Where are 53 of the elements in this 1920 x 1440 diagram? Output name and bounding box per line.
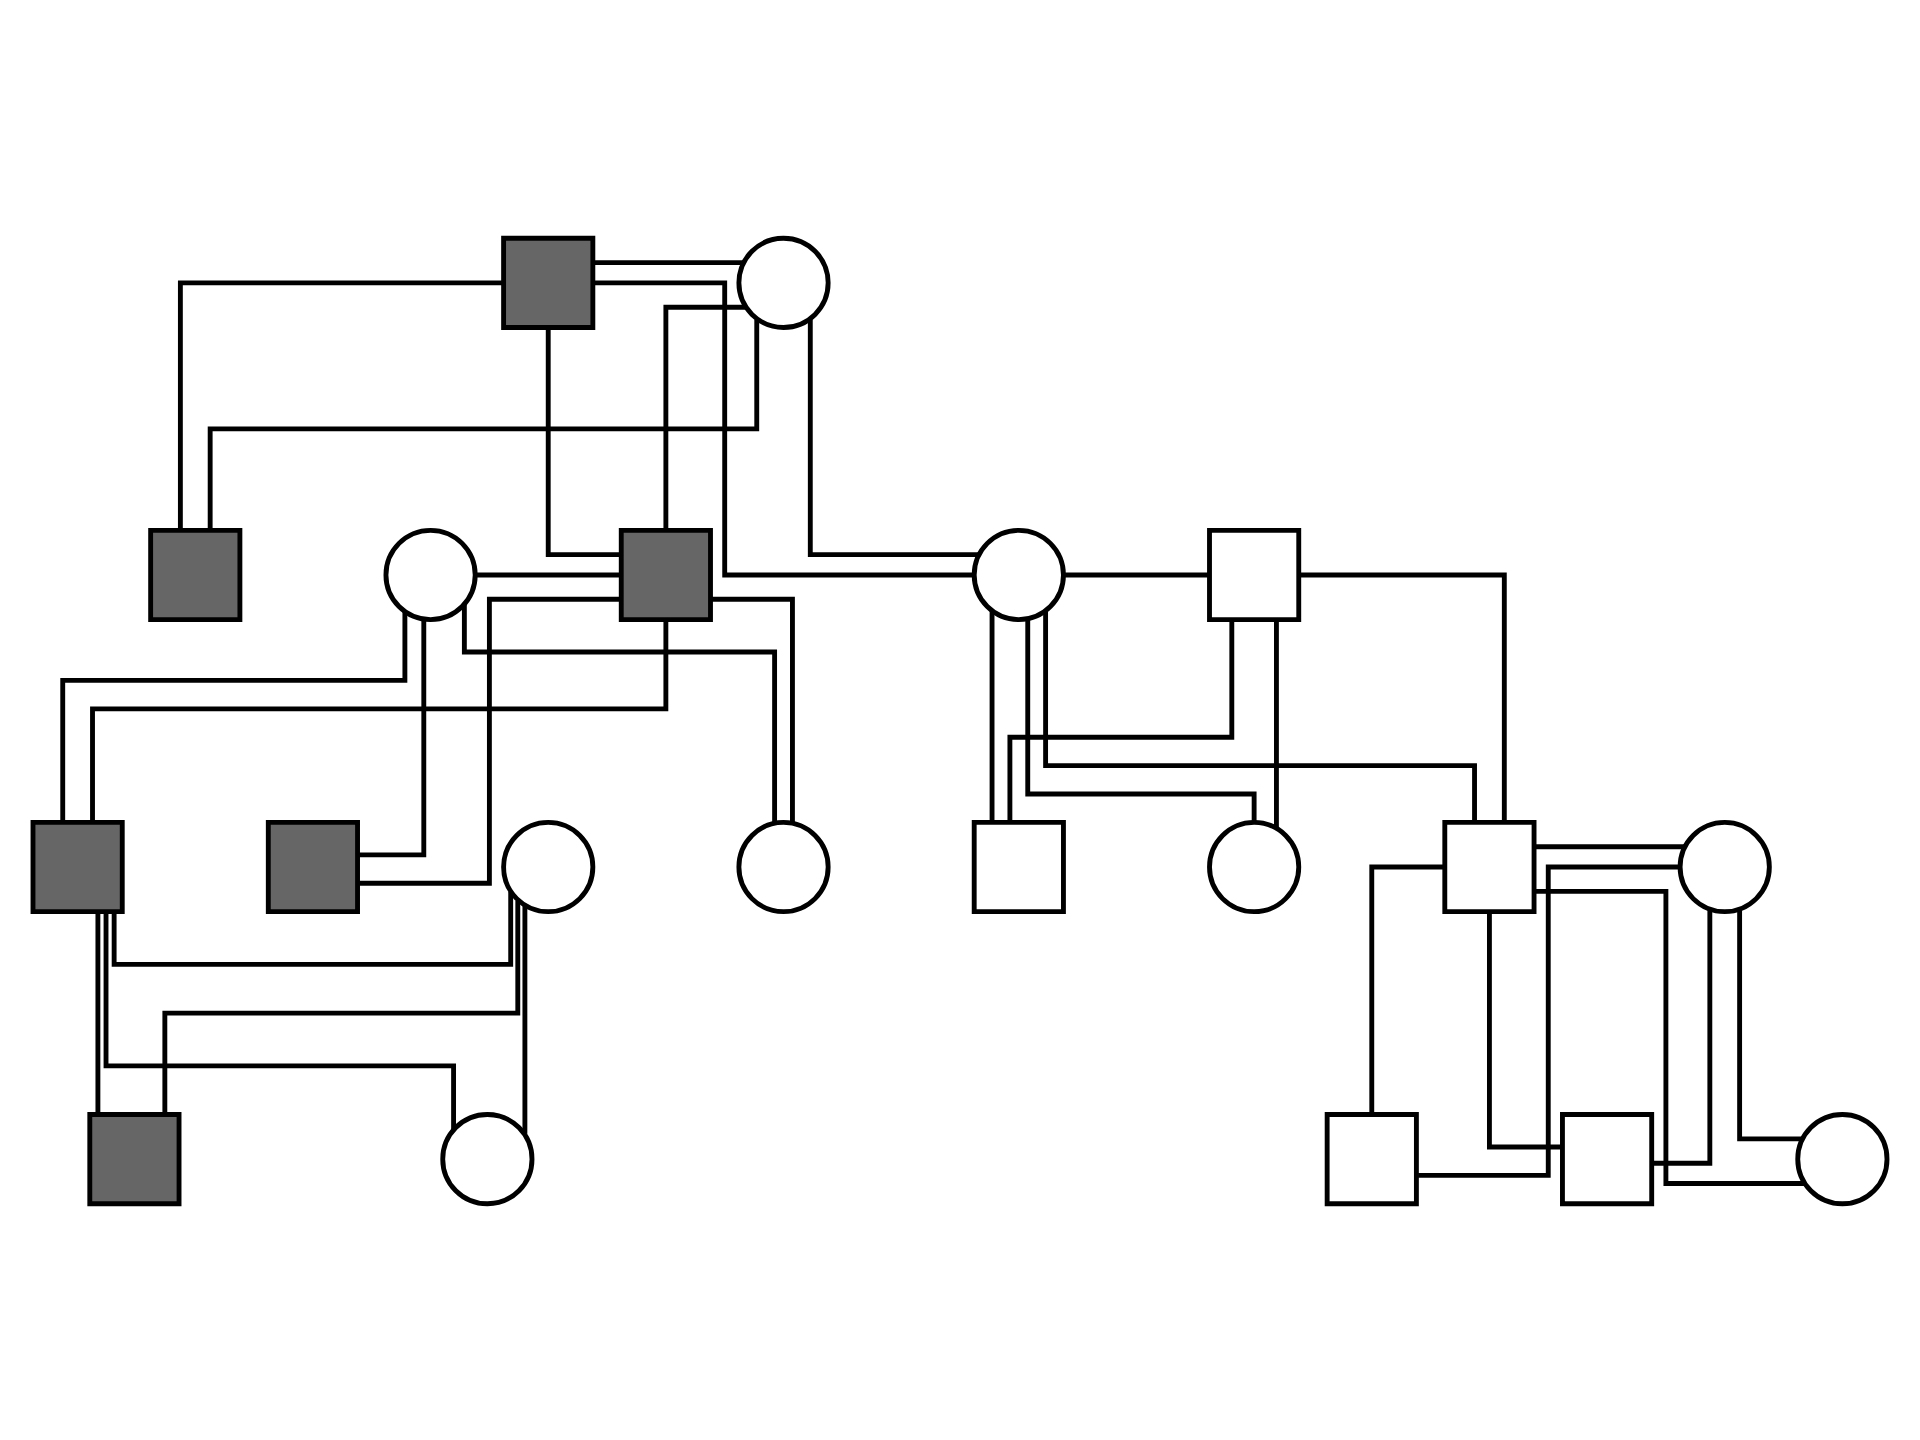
connector [1737, 908, 1802, 1141]
connector [207, 318, 760, 528]
node-box [618, 526, 713, 621]
node-box [1560, 1111, 1655, 1206]
connector [359, 595, 620, 885]
node-circle [1677, 819, 1772, 914]
node-circle [736, 819, 831, 914]
connector [1298, 571, 1507, 821]
connector [95, 911, 101, 1112]
node-box [30, 819, 125, 914]
node-circle [971, 526, 1066, 621]
connector [1487, 911, 1562, 1149]
node-circle [440, 1111, 535, 1206]
connector [1274, 619, 1279, 828]
node-circle [501, 819, 596, 914]
connector [545, 326, 621, 557]
node-circle [383, 526, 478, 621]
connector [103, 912, 456, 1129]
connector [90, 619, 669, 822]
connector [1007, 620, 1235, 821]
connector [358, 618, 427, 857]
connector [475, 571, 621, 577]
node-box [1324, 1111, 1419, 1206]
connector [1043, 610, 1477, 822]
node-box [87, 1111, 182, 1206]
connector [989, 609, 995, 821]
connector [1025, 618, 1257, 822]
connector [60, 610, 408, 821]
connector [1369, 863, 1445, 1113]
node-box [148, 526, 243, 621]
node-circle [1795, 1111, 1890, 1206]
connector [594, 279, 975, 577]
node-circle [1207, 819, 1302, 914]
connector [162, 899, 521, 1112]
node-box [1207, 526, 1302, 621]
connector [461, 603, 778, 822]
node-box [265, 819, 360, 914]
connector [522, 904, 528, 1133]
connector [1652, 908, 1713, 1165]
connector [1064, 571, 1209, 577]
connector [1534, 843, 1685, 849]
connector [1418, 863, 1679, 1177]
connector [711, 595, 795, 822]
connector [807, 318, 979, 557]
node-box [971, 819, 1066, 914]
connector [593, 259, 743, 264]
connector [1535, 887, 1805, 1185]
connector [177, 279, 504, 529]
node-circle [736, 234, 831, 329]
node-box [1442, 819, 1537, 914]
connector [663, 303, 745, 529]
connector [111, 890, 514, 966]
node-box [501, 234, 596, 329]
